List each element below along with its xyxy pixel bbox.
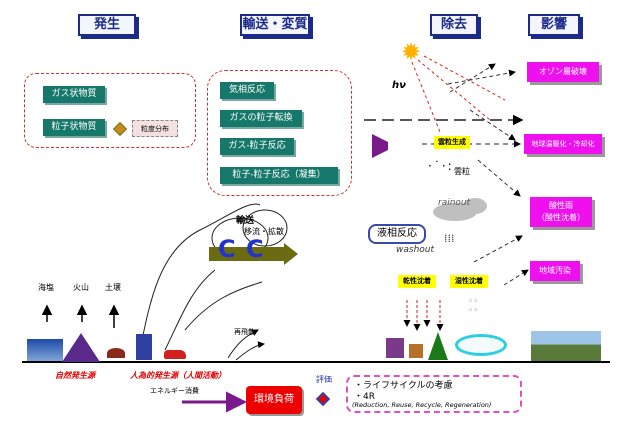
lifecycle-box: ・ライフサイクルの考慮 ・4R (Reduction, Reuse, Recyc… — [346, 375, 522, 413]
particle-particle-reaction-box: 粒子-粒子反応（凝集） — [220, 167, 338, 184]
advection-label: 移流・拡散 — [244, 227, 284, 236]
lifecycle-note-2: ・4R — [354, 392, 375, 402]
droplet-dots: ·˙·: — [428, 159, 454, 173]
sun-icon: ✹ — [401, 38, 422, 66]
header-removal: 除去 — [430, 14, 478, 36]
emission-arrows — [41, 304, 120, 328]
evaluation-label: 評価 — [316, 375, 332, 384]
impact-climate: 地球温暖化・冷却化 — [524, 134, 602, 154]
landscape-image — [531, 331, 601, 361]
anthropogenic-source-label: 人為的発生源（人間活動） — [130, 371, 226, 380]
swirl-icon: C — [246, 235, 264, 263]
wet-deposition-box: 湿性沈着 — [450, 275, 488, 288]
impact-ozone: オゾン層破壊 — [527, 62, 599, 82]
gas-phase-reaction-box: 気相反応 — [220, 82, 274, 99]
sea-salt-label: 海塩 — [38, 283, 54, 292]
sea-icon — [27, 339, 63, 361]
particle-substance-box: 粒子状物質 — [43, 119, 105, 136]
sunlight-rays — [411, 55, 506, 133]
house-icon — [409, 344, 423, 358]
car-icon — [164, 350, 186, 359]
volcano-icon — [62, 333, 100, 362]
transport-group — [207, 70, 352, 196]
gas-to-particle-box: ガスの粒子転換 — [220, 110, 302, 127]
gas-particle-reaction-box: ガス-粒子反応 — [220, 138, 294, 155]
deposition-arrows — [403, 300, 444, 331]
lifecycle-note-1: ・ライフサイクルの考慮 — [354, 381, 453, 391]
rain-cloud — [433, 198, 487, 221]
transport-arrow-head — [284, 243, 298, 265]
header-impact: 影響 — [528, 14, 580, 36]
header-transport: 輸送・変質 — [240, 14, 310, 36]
factory-icon — [136, 334, 152, 360]
impact-regional: 地域汚染 — [530, 261, 580, 281]
soil-icon — [107, 348, 125, 358]
washout-label: washout — [396, 245, 435, 255]
generation-group — [24, 73, 196, 148]
cloud-formation-box: 雲粒生成 — [434, 136, 470, 149]
building-icon — [386, 338, 404, 358]
transport-curve — [139, 203, 261, 351]
transport-arrow-body — [209, 247, 287, 261]
dry-deposition-box: 乾性沈着 — [398, 275, 436, 288]
natural-source-label: 自然発生源 — [55, 371, 95, 380]
gas-substance-box: ガス状物質 — [43, 86, 105, 103]
volcano-label: 火山 — [73, 283, 89, 292]
wet-drops: ◦◦◦◦ — [468, 297, 479, 316]
impact-acid-rain: 酸性雨 （酸性沈着） — [530, 197, 592, 227]
lake-fish-icon — [455, 334, 507, 356]
hv-label: hν — [392, 80, 406, 91]
radiation-arrows — [447, 63, 529, 286]
rainout-label: rainout — [438, 198, 471, 208]
clouds-label: 雲粒 — [454, 167, 470, 176]
liquid-reaction-box: 液相反応 — [368, 224, 426, 244]
rain-drops: ⁞⁞⁞ — [444, 232, 455, 245]
size-distribution-label: 粒度分布 — [132, 120, 178, 137]
transport-label: 輸送 — [236, 216, 255, 226]
emission-plume-shape — [372, 134, 388, 158]
header-generation: 発生 — [78, 14, 136, 36]
soil-label: 土壌 — [105, 283, 121, 292]
swirl-icon: C — [218, 235, 236, 263]
tree-icon — [428, 332, 448, 360]
energy-consumption-label: エネルギー消費 — [150, 387, 199, 395]
lifecycle-note-3: (Reduction, Reuse, Recycle, Regeneration… — [352, 401, 492, 409]
resuspension-label: 再飛散 — [234, 328, 255, 336]
environmental-load-box: 環境負荷 — [246, 386, 302, 414]
